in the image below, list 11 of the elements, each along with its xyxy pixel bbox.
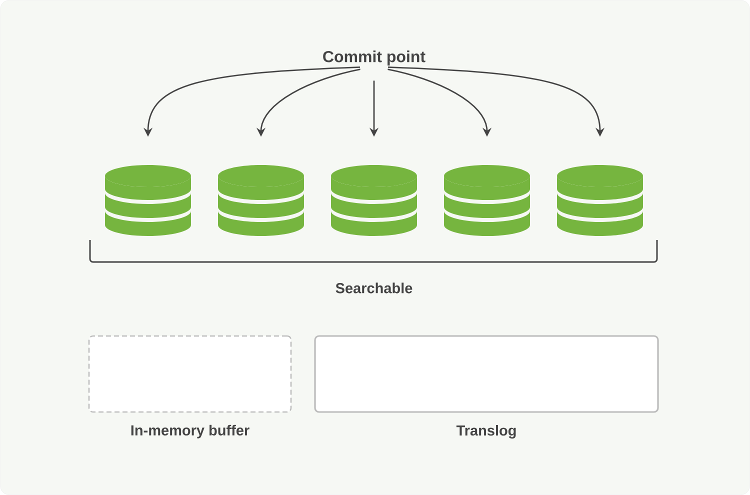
buffer-box: Translog [314,335,659,439]
database-icon [105,165,191,236]
buffer-box: In-memory buffer [88,335,292,438]
node-label: In-memory buffer [131,424,250,438]
node-label: Translog [456,424,516,439]
database-icon [331,165,417,236]
heading-text: Commit point [323,50,426,66]
database-icon [218,165,304,236]
bracket-label: Searchable [336,282,412,294]
database-icon [557,165,643,236]
database-icon [444,165,530,236]
